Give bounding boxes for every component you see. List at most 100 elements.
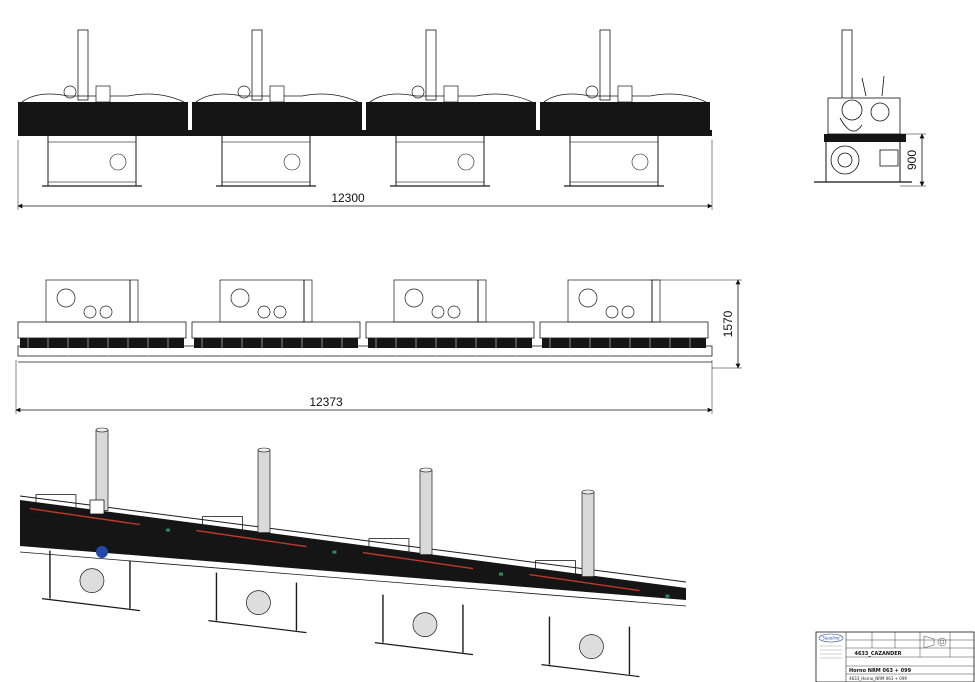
top-oven-body: [191, 321, 361, 339]
top-conveyor-segment: [194, 338, 358, 348]
top-frame: [45, 279, 139, 323]
top-oven-body: [365, 321, 535, 339]
front-control-box: [95, 85, 111, 103]
top-burner: [99, 305, 113, 319]
top-burner: [621, 305, 635, 319]
top-burner: [273, 305, 287, 319]
top-length-dimension: 12373: [15, 360, 713, 414]
iso-fan: [246, 590, 271, 615]
iso-chimney-top: [95, 427, 109, 433]
iso-foot: [41, 598, 141, 612]
iso-module: [196, 447, 337, 634]
side-view: [814, 29, 912, 183]
top-module: [539, 279, 709, 356]
iso-chimney: [257, 449, 271, 533]
top-burner: [257, 305, 271, 319]
iso-fan: [579, 634, 604, 659]
iso-rail-top: [19, 495, 687, 583]
drawing-title: Horno NRM 063 + 099: [849, 668, 912, 674]
iso-blue-motor: [96, 546, 108, 558]
iso-module: [529, 489, 670, 678]
iso-fan: [412, 612, 438, 637]
top-width-dimension: 1570: [650, 279, 742, 369]
front-chimney: [599, 29, 611, 101]
top-conveyor-segment: [20, 338, 184, 348]
top-module: [191, 279, 361, 356]
front-oven-body: [192, 102, 362, 130]
front-chimney: [425, 29, 437, 101]
front-fan: [283, 153, 301, 171]
iso-control-panel: [89, 499, 105, 515]
top-oven-body: [539, 321, 709, 339]
company-logo: Saueline: [818, 633, 844, 659]
top-frame: [219, 279, 313, 323]
front-oven-body: [18, 102, 188, 130]
front-length-dimension: 12300: [17, 140, 713, 210]
front-module: [540, 29, 710, 187]
top-conveyor-segment: [368, 338, 532, 348]
iso-green-marker: [165, 528, 170, 532]
iso-chimney: [95, 429, 109, 511]
iso-red-pipe: [29, 507, 141, 526]
iso-chimney-top: [419, 467, 433, 473]
top-burner: [431, 305, 445, 319]
top-module: [17, 279, 187, 356]
iso-green-marker: [665, 594, 670, 598]
front-burner: [411, 85, 425, 99]
front-chimney: [251, 29, 263, 101]
front-fan: [457, 153, 475, 171]
front-oven-body: [366, 102, 536, 130]
front-module: [366, 29, 536, 187]
iso-fan: [79, 568, 105, 593]
iso-foot: [374, 642, 474, 656]
iso-green-marker: [332, 550, 337, 554]
iso-red-pipe: [529, 573, 640, 592]
side-height-label: 900: [905, 150, 919, 170]
top-fan: [404, 288, 424, 308]
top-conveyor-rail: [17, 345, 713, 357]
front-frame: [395, 141, 485, 183]
title-block: Saueline 4633_CAZANDER Horno NRM 063 + 0…: [815, 631, 975, 682]
top-view: [17, 279, 713, 363]
front-fan: [109, 153, 127, 171]
iso-red-pipe: [362, 551, 474, 570]
iso-green-marker: [498, 572, 503, 576]
front-burner: [237, 85, 251, 99]
iso-chimney: [419, 469, 433, 555]
front-view: [18, 29, 712, 187]
iso-module: [362, 467, 503, 656]
front-frame: [221, 141, 311, 183]
front-module: [18, 29, 188, 187]
iso-rail-bottom: [19, 551, 687, 607]
front-burner: [585, 85, 599, 99]
iso-conveyor-body: [20, 500, 686, 600]
front-module: [192, 29, 362, 187]
part-name: 4633_CAZANDER: [854, 651, 901, 657]
front-chimney: [77, 29, 89, 101]
top-burner: [83, 305, 97, 319]
file-name: 4633_Horno_NRM 063 + 099: [849, 676, 907, 681]
iso-chimney-top: [257, 447, 271, 453]
top-fan: [56, 288, 76, 308]
front-frame: [47, 141, 137, 183]
top-conveyor-segment: [542, 338, 706, 348]
top-frame: [567, 279, 661, 323]
top-frame: [393, 279, 487, 323]
front-frame: [569, 141, 659, 183]
front-control-box: [443, 85, 459, 103]
top-fan: [230, 288, 250, 308]
iso-module: [29, 427, 170, 612]
iso-foot: [541, 664, 640, 678]
front-burner: [63, 85, 77, 99]
top-module: [365, 279, 535, 356]
front-conveyor-rail: [18, 130, 712, 136]
front-length-label: 12300: [331, 191, 365, 205]
top-fan: [578, 288, 598, 308]
isometric-view: [19, 427, 687, 678]
front-control-box: [269, 85, 285, 103]
front-oven-body: [540, 102, 710, 130]
top-burner: [605, 305, 619, 319]
logo-text: Saueline: [822, 636, 840, 641]
iso-chimney-top: [581, 489, 595, 495]
